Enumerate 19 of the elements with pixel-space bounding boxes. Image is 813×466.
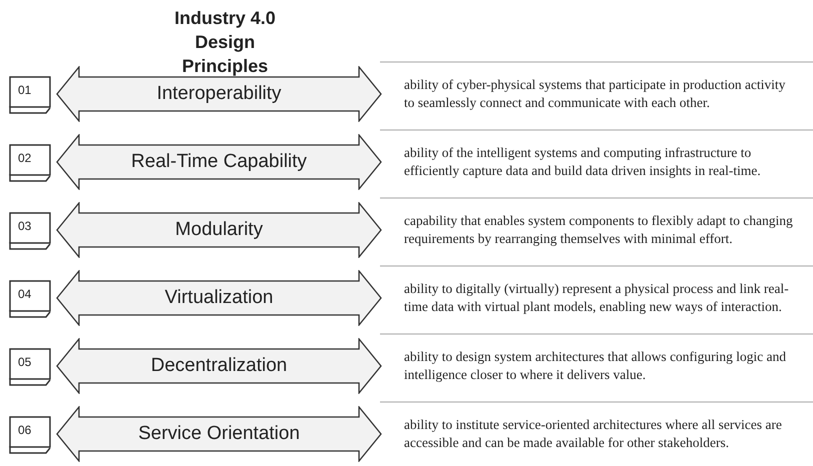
principle-label: Decentralization: [150, 355, 288, 377]
number-label: 04: [18, 287, 32, 301]
number-label: 06: [18, 423, 32, 437]
title: Industry 4.0 Design Principles: [173, 7, 277, 78]
description-text: ability to design system architectures that allows configuring logic and intelligence closer to where it delivers value.: [404, 348, 788, 384]
description-text: ability to institute service-oriented architectures where all services are accessible and can be made available for other stakeholders.: [404, 416, 783, 452]
principle-label: Modularity: [174, 219, 264, 241]
number-label: 05: [18, 355, 32, 369]
principle-label: Service Orientation: [137, 423, 301, 445]
principle-label: Virtualization: [164, 287, 274, 309]
description-text: ability of cyber-physical systems that participate in production activity to seamlessly connect and communicate with each other.: [404, 76, 786, 112]
principle-label: Real-Time Capability: [130, 151, 308, 173]
number-label: 03: [18, 219, 32, 233]
principle-label: Interoperability: [156, 83, 282, 105]
number-label: 01: [18, 83, 32, 97]
description-text: ability of the intelligent systems and computing infrastructure to efficiently capture data and build data driven insights in real-time.: [404, 144, 762, 180]
number-label: 02: [18, 151, 32, 165]
description-text: capability that enables system components to flexibly adapt to changing requirements by rearranging themselves with minimal effort.: [404, 212, 794, 248]
description-text: ability to digitally (virtually) represent a physical process and link real-time data with virtual plant models, enabling new ways of interaction.: [404, 280, 790, 316]
